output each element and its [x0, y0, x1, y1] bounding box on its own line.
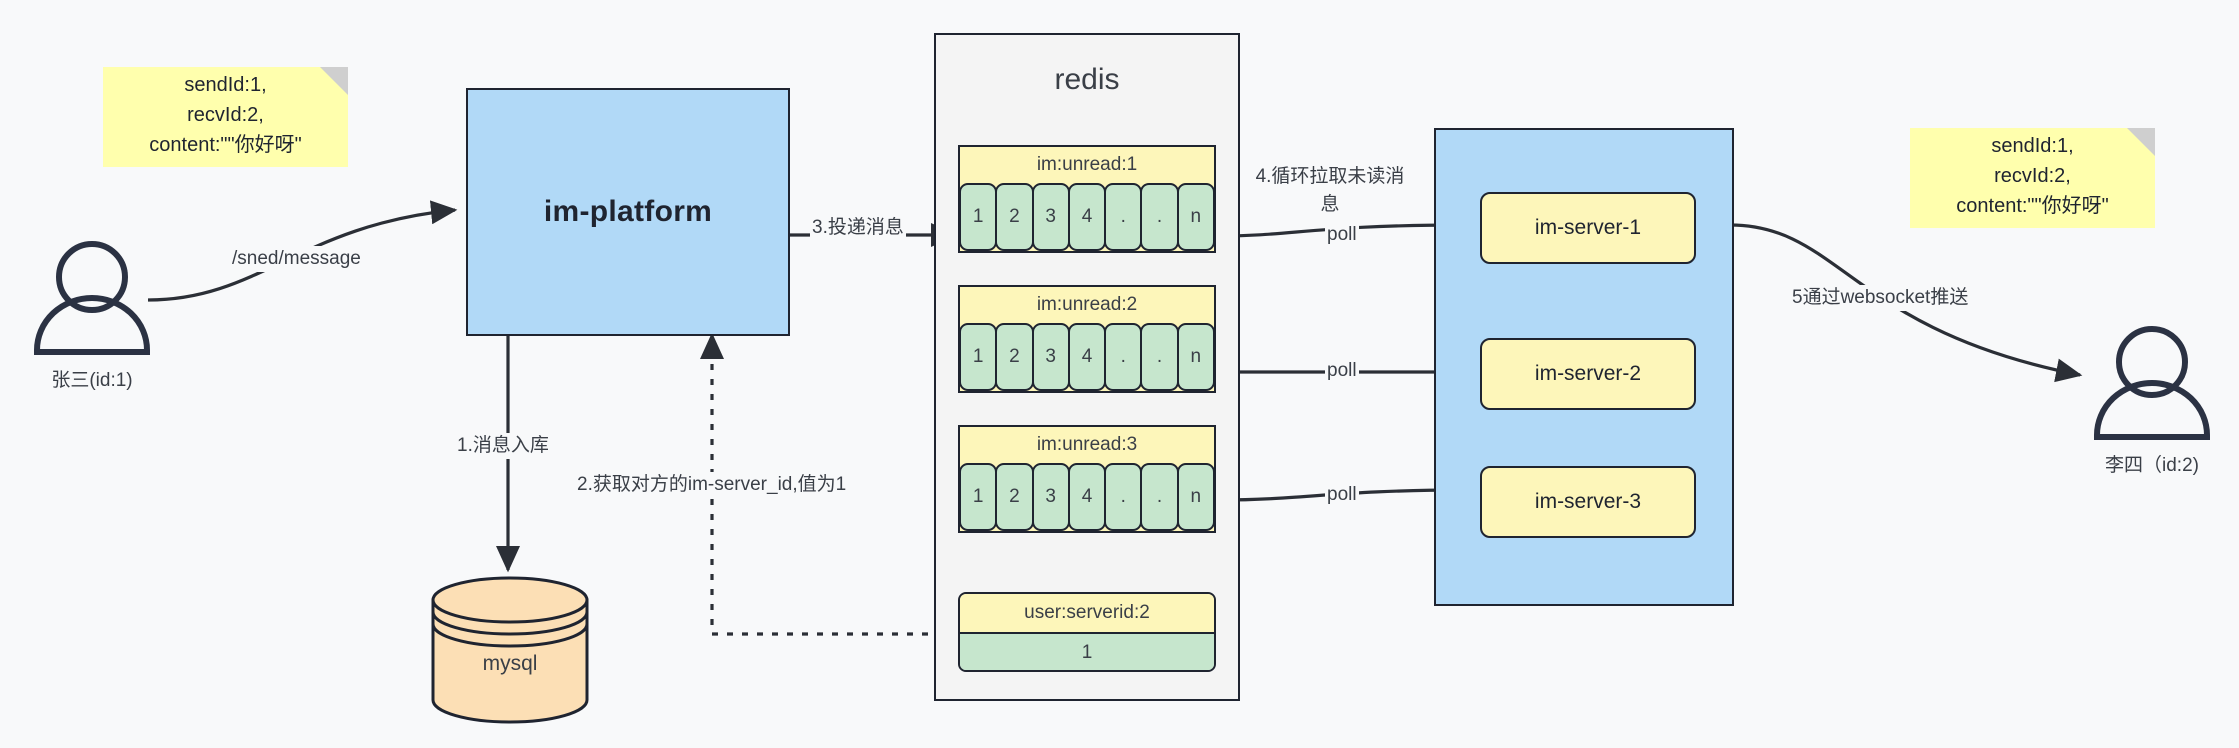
note-right-payload: sendId:1, recvId:2, content:""你好呀"	[1910, 128, 2155, 228]
im-platform-label: im-platform	[543, 195, 713, 228]
im-server-2-label: im-server-2	[1534, 362, 1642, 385]
queue-cell: 2	[995, 183, 1034, 251]
queue-cell: 1	[959, 323, 998, 391]
queue-cells: 1 2 3 4 . . n	[959, 463, 1215, 531]
kv-value-label: 1	[960, 634, 1214, 670]
im-server-1-box[interactable]: im-server-1	[1480, 192, 1696, 264]
edge-label-poll-3: poll	[1325, 482, 1359, 508]
queue-cell: 2	[995, 323, 1034, 391]
im-server-2-box[interactable]: im-server-2	[1480, 338, 1696, 410]
queue-cell: 4	[1067, 463, 1107, 531]
queue-cell: 4	[1067, 183, 1107, 251]
queue-cell: n	[1176, 183, 1215, 251]
queue-cell: 3	[1031, 463, 1070, 531]
redis-queue-im-unread-1[interactable]: im:unread:1 1 2 3 4 . . n	[958, 145, 1216, 253]
queue-cell: .	[1104, 183, 1143, 251]
im-server-3-box[interactable]: im-server-3	[1480, 466, 1696, 538]
redis-label: redis	[1054, 63, 1120, 96]
note-right-text: sendId:1, recvId:2, content:""你好呀"	[1956, 135, 2109, 217]
im-server-1-label: im-server-1	[1534, 216, 1642, 239]
queue-cell: 3	[1031, 323, 1070, 391]
edge-label-poll-2: poll	[1325, 358, 1359, 384]
mysql-cylinder	[431, 576, 589, 724]
redis-queue-im-unread-2[interactable]: im:unread:2 1 2 3 4 . . n	[958, 285, 1216, 393]
note-fold-icon	[320, 67, 348, 95]
note-left-payload: sendId:1, recvId:2, content:""你好呀"	[103, 67, 348, 167]
sender-label: 张三(id:1)	[51, 370, 133, 391]
im-server-group[interactable]: im-server-1 im-server-2 im-server-3	[1434, 128, 1734, 606]
queue-cell: .	[1104, 323, 1143, 391]
edge-queue1-server1	[1221, 213, 1467, 238]
queue-cells: 1 2 3 4 . . n	[959, 323, 1215, 391]
im-server-3-label: im-server-3	[1534, 490, 1642, 513]
queue-cell: .	[1104, 463, 1143, 531]
queue-cell: n	[1176, 463, 1215, 531]
sender-actor-icon	[34, 241, 150, 355]
queue-key-label: im:unread:3	[1036, 434, 1138, 455]
mysql-node[interactable]: mysql	[433, 578, 587, 722]
mysql-label: mysql	[482, 652, 538, 675]
queue-cells: 1 2 3 4 . . n	[959, 183, 1215, 251]
queue-cell: .	[1140, 463, 1179, 531]
edge-label-step5: 5通过websocket推送	[1790, 285, 1971, 311]
kv-key-label: user:serverid:2	[960, 594, 1214, 634]
queue-cell: .	[1140, 183, 1179, 251]
edge-label-step2: 2.获取对方的im-server_id,值为1	[575, 472, 849, 498]
queue-cell: 2	[995, 463, 1034, 531]
queue-cell: n	[1176, 323, 1215, 391]
redis-queue-im-unread-3[interactable]: im:unread:3 1 2 3 4 . . n	[958, 425, 1216, 533]
queue-key-label: im:unread:1	[1036, 154, 1138, 175]
edge-label-step1: 1.消息入库	[455, 433, 551, 459]
edge-label-poll-1: poll	[1325, 222, 1359, 248]
queue-cell: .	[1140, 323, 1179, 391]
edge-server1-receiver	[1729, 223, 2083, 383]
receiver-label: 李四（id:2)	[2105, 455, 2199, 476]
edge-redis-platform-dotted	[700, 332, 958, 636]
receiver-actor-icon	[2094, 326, 2210, 440]
im-platform-box[interactable]: im-platform	[466, 88, 790, 336]
edge-label-send-message: /sned/message	[230, 246, 363, 272]
queue-cell: 1	[959, 183, 998, 251]
queue-cell: 4	[1067, 323, 1107, 391]
redis-kv-user-serverid[interactable]: user:serverid:2 1	[958, 592, 1216, 672]
queue-cell: 1	[959, 463, 998, 531]
edge-label-step4: 4.循环拉取未读消息	[1253, 163, 1407, 219]
queue-key-label: im:unread:2	[1036, 294, 1138, 315]
edge-label-step3: 3.投递消息	[810, 215, 906, 241]
note-left-text: sendId:1, recvId:2, content:""你好呀"	[149, 74, 302, 156]
queue-cell: 3	[1031, 183, 1070, 251]
note-fold-icon	[2127, 128, 2155, 156]
